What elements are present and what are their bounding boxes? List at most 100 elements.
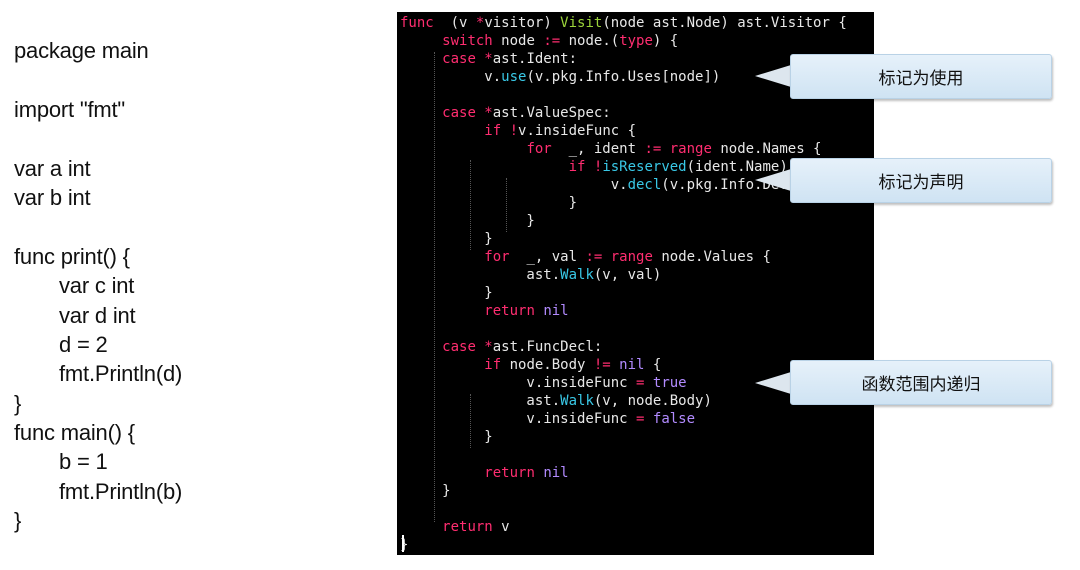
code-token: range <box>610 249 653 265</box>
code-token: } <box>400 231 493 247</box>
code-token: (v, node.Body) <box>593 393 712 409</box>
code-token: nil <box>543 465 569 481</box>
code-token: } <box>400 285 493 301</box>
code-token: _, val <box>509 249 586 265</box>
code-token: ) { <box>652 33 679 49</box>
code-token: case <box>442 51 476 67</box>
code-token <box>661 141 669 157</box>
callout-arrow <box>755 169 791 191</box>
code-token: isReserved <box>602 159 687 175</box>
code-line: } <box>400 212 864 230</box>
program-line: d = 2 <box>59 331 108 357</box>
code-token: = <box>636 411 645 427</box>
code-editor: func (v *visitor) Visit(node ast.Node) a… <box>397 12 874 555</box>
callout-arrow <box>755 372 791 394</box>
code-token: } <box>400 537 409 553</box>
program-line: var b int <box>14 184 91 210</box>
code-token: != <box>593 357 611 373</box>
code-token <box>611 357 619 373</box>
code-token: ast.Ident: <box>492 51 578 67</box>
code-token: case <box>442 339 476 355</box>
code-token: ast. <box>400 267 561 283</box>
indent-guide <box>470 394 471 448</box>
code-token: if <box>484 357 502 373</box>
code-token <box>602 249 610 265</box>
code-token: ! <box>593 159 603 175</box>
code-token <box>400 357 484 373</box>
code-token <box>400 105 442 121</box>
code-token: switch <box>442 33 493 49</box>
code-token: use <box>501 69 527 85</box>
code-token: v. <box>400 69 502 85</box>
code-token: } <box>400 213 535 229</box>
text-cursor <box>402 535 404 552</box>
code-token: true <box>652 375 687 391</box>
code-line: v.use(v.pkg.Info.Uses[node]) <box>400 68 864 86</box>
code-line: return nil <box>400 302 864 320</box>
code-token: } <box>400 483 451 499</box>
code-token: Walk <box>560 393 594 409</box>
code-line: for _, ident := range node.Names { <box>400 140 864 158</box>
program-line: package main <box>14 38 149 63</box>
code-token: { <box>644 357 662 373</box>
code-token: ast.ValueSpec: <box>492 105 611 121</box>
code-line: switch node := node.(type) { <box>400 32 864 50</box>
code-token: range <box>669 141 712 157</box>
code-line: } <box>400 428 864 446</box>
program-line: var a int <box>14 155 91 181</box>
callout-recurse-in-function: 函数范围内递归 <box>790 360 1052 405</box>
code-token <box>400 33 442 49</box>
code-token: } <box>400 195 578 211</box>
code-line: } <box>400 536 864 554</box>
callout-mark-declared: 标记为声明 <box>790 158 1052 203</box>
code-line: func (v *visitor) Visit(node ast.Node) a… <box>400 14 864 32</box>
code-token: = <box>636 375 645 391</box>
program-line <box>14 65 182 94</box>
code-token <box>400 519 442 535</box>
code-token: (v.pkg.Info.Uses[node]) <box>526 69 721 85</box>
code-token: (v <box>433 15 476 31</box>
code-token: ast. <box>400 393 561 409</box>
code-token <box>585 159 593 175</box>
program-line: var c int <box>59 273 135 299</box>
indent-guide <box>434 52 435 522</box>
code-line: ast.Walk(v, val) <box>400 266 864 284</box>
code-token: Walk <box>560 267 594 283</box>
code-token: if <box>568 159 586 175</box>
code-token: * <box>475 51 493 67</box>
callout-label: 标记为声明 <box>878 173 964 193</box>
code-token <box>501 123 509 139</box>
code-token: _, ident <box>551 141 645 157</box>
code-token: node.( <box>560 33 620 49</box>
code-token: } <box>400 429 493 445</box>
program-line: var d int <box>59 302 136 328</box>
code-token: type <box>619 33 653 49</box>
callout-mark-used: 标记为使用 <box>790 54 1052 99</box>
code-line: return v <box>400 518 864 536</box>
code-line: } <box>400 284 864 302</box>
code-line: case *ast.FuncDecl: <box>400 338 864 356</box>
code-token: ! <box>509 123 519 139</box>
code-token: := <box>585 249 603 265</box>
callout-label: 标记为使用 <box>878 69 964 89</box>
code-token <box>400 339 442 355</box>
code-token: node.Names { <box>711 141 822 157</box>
code-token <box>400 51 442 67</box>
code-token <box>644 411 652 427</box>
code-token: * <box>475 339 493 355</box>
code-token: := <box>543 33 561 49</box>
code-token: return <box>484 303 535 319</box>
program-line: func main() { <box>14 420 135 446</box>
indent-guide <box>506 178 507 232</box>
code-token: * <box>475 105 493 121</box>
code-token: func <box>400 15 434 31</box>
program-line: b = 1 <box>59 449 108 475</box>
code-token <box>400 159 569 175</box>
callout-label: 函数范围内递归 <box>861 375 981 395</box>
code-token <box>400 249 484 265</box>
indent-guide <box>470 160 471 250</box>
code-token: for <box>484 249 510 265</box>
code-token: Visit <box>560 15 603 31</box>
code-token: (v, val) <box>593 267 662 283</box>
